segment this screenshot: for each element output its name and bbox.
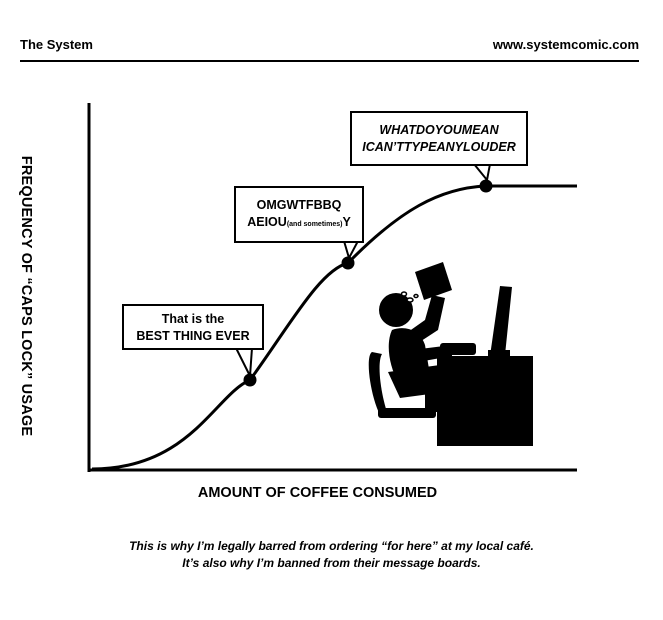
monitor (490, 286, 512, 356)
comic-caption: This is why I’m legally barred from orde… (0, 538, 663, 572)
coffee-cup (415, 262, 452, 300)
x-axis-label: AMOUNT OF COFFEE CONSUMED (197, 485, 438, 501)
bubble-second-y: Y (342, 215, 351, 229)
bubble-second-aside: (and sometimes) (286, 221, 343, 228)
person-at-desk-illustration (368, 262, 533, 446)
y-axis-label: FREQUENCY OF “CAPS LOCK” USAGE (18, 155, 34, 437)
bubble-first-line2: BEST THING EVER (136, 329, 250, 343)
curve-point-2 (341, 256, 355, 270)
header-divider (20, 60, 639, 62)
bubble-second-line1: OMGWTFBBQ (256, 198, 342, 212)
bubble-third-line1: WHATDOYOUMEAN (379, 123, 499, 137)
curve-point-1 (243, 373, 257, 387)
bubble-first-line1: That is the (161, 312, 225, 326)
comic-title: The System (20, 37, 93, 52)
caption-line1: This is why I’m legally barred from orde… (129, 539, 534, 553)
caption-line2: It’s also why I’m banned from their mess… (182, 556, 481, 570)
head (379, 293, 413, 327)
desk (437, 356, 533, 446)
bubble-second-line2: AEIOU(and sometimes)Y (236, 214, 362, 233)
chair (368, 352, 388, 415)
speech-bubble-first: That is the BEST THING EVER (122, 304, 264, 350)
coffee-drops (400, 291, 419, 303)
bubble-tail-1 (234, 347, 254, 380)
speech-bubble-second: OMGWTFBBQ AEIOU(and sometimes)Y (234, 186, 364, 243)
speech-bubble-third: WHATDOYOUMEAN ICAN’TTYPEANYLOUDER (350, 111, 528, 166)
bubble-tail-3 (471, 163, 492, 183)
bubble-second-vowels: AEIOU (247, 215, 287, 229)
curve-point-3 (479, 179, 493, 193)
site-url[interactable]: www.systemcomic.com (492, 37, 639, 52)
bubble-third-line2: ICAN’TTYPEANYLOUDER (362, 140, 516, 154)
caffeine-curve (91, 184, 577, 471)
